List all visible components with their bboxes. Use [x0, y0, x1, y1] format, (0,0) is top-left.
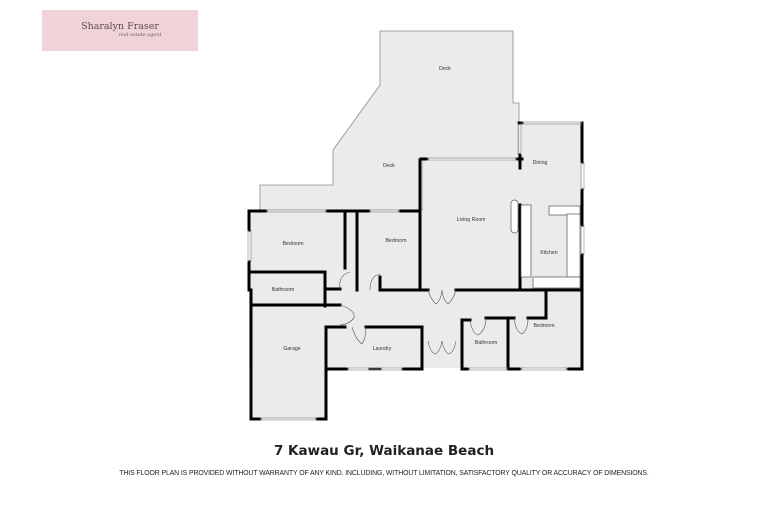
agent-name: Sharalyn Fraser	[81, 21, 159, 32]
disclaimer-text: THIS FLOOR PLAN IS PROVIDED WITHOUT WARR…	[119, 470, 649, 477]
kitchen-benches	[510, 199, 581, 289]
room-label-bathroom-1: Bathroom	[272, 287, 295, 293]
room-label-bedroom-1: Bedroom	[282, 241, 303, 247]
windows	[247, 121, 585, 421]
agent-tagline: real estate agent	[118, 32, 162, 38]
walls	[247, 121, 584, 421]
room-label-kitchen: Kitchen	[540, 250, 557, 256]
room-label-deck-lower: Deck	[383, 163, 395, 169]
room-label-bedroom-3: Bedroom	[533, 323, 554, 329]
room-label-garage: Garage	[283, 346, 300, 352]
agent-logo: Sharalyn Fraser real estate agent	[42, 10, 198, 51]
doors	[339, 271, 529, 355]
room-label-laundry: Laundry	[373, 346, 392, 352]
room-label-dining: Dining	[533, 160, 548, 166]
property-address: 7 Kawau Gr, Waikanae Beach	[273, 443, 495, 459]
room-label-living-room: Living Room	[457, 217, 486, 223]
room-label-bathroom-2: Bathroom	[475, 340, 498, 346]
room-label-bedroom-2: Bedroom	[385, 238, 406, 244]
room-label-deck-upper: Deck	[439, 66, 451, 72]
